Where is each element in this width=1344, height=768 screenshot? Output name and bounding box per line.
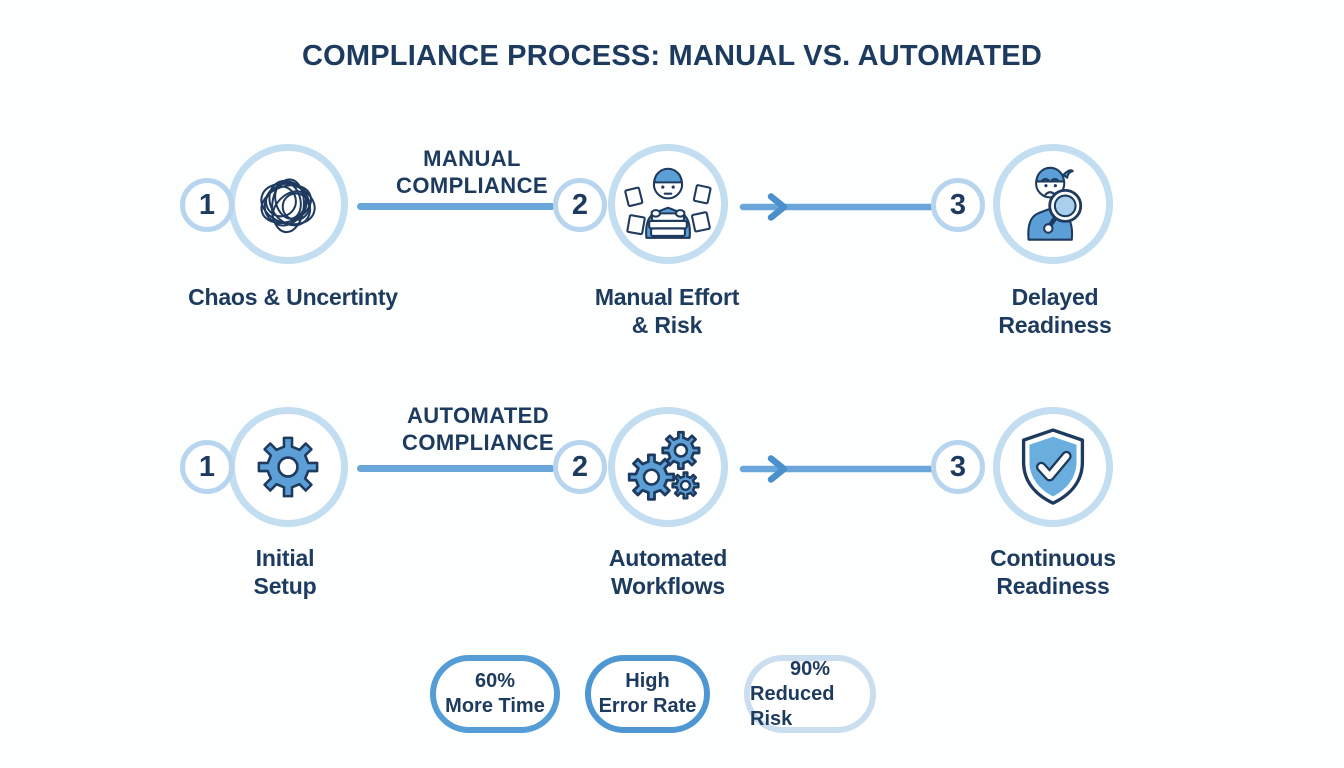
step-icon-circle	[608, 407, 728, 527]
overwhelmed-person-papers-icon	[624, 167, 712, 239]
step-number: 3	[949, 450, 967, 483]
arrow-connector	[739, 193, 936, 221]
step-label-line: Chaos & Uncertinty	[188, 284, 398, 310]
step-label: Manual Effort & Risk	[547, 283, 787, 339]
stat-badge-error-rate: High Error Rate	[585, 655, 710, 733]
step-label-line: Setup	[253, 573, 317, 599]
step-label-line: Manual Effort	[594, 284, 740, 310]
step-label-line: Delayed	[1011, 284, 1099, 310]
step-icon-circle	[228, 144, 348, 264]
step-icon-circle	[228, 407, 348, 527]
step-number-badge: 3	[931, 178, 985, 232]
connector-label-automated: AUTOMATED COMPLIANCE	[372, 402, 584, 456]
gear-icon	[257, 436, 319, 498]
connector-label-line: AUTOMATED	[406, 403, 550, 428]
chaos-scribble-icon	[260, 178, 316, 234]
step-number: 1	[198, 450, 216, 483]
step-icon-circle	[993, 407, 1113, 527]
connector-label-line: MANUAL	[423, 146, 521, 171]
step-label-line: Readiness	[998, 312, 1112, 338]
step-label: Chaos & Uncertinty	[173, 283, 413, 311]
stat-badge-value: 60%	[474, 670, 516, 692]
step-label: Initial Setup	[165, 544, 405, 600]
step-label: Continuous Readiness	[933, 544, 1173, 600]
step-label-line: Automated	[608, 545, 728, 571]
step-label-line: Initial	[255, 545, 315, 571]
step-number: 1	[198, 188, 216, 221]
step-label: Delayed Readiness	[935, 283, 1175, 339]
step-number: 3	[949, 188, 967, 221]
step-number: 2	[571, 450, 589, 483]
step-number-badge: 1	[180, 178, 234, 232]
connector-line	[357, 465, 555, 472]
arrow-connector	[739, 455, 936, 483]
step-label-line: Workflows	[610, 573, 726, 599]
stat-badge-value: High	[625, 670, 670, 692]
stat-badge-label: More Time	[445, 695, 545, 717]
step-label-line: & Risk	[631, 312, 703, 338]
stat-badge-label: Reduced Risk	[750, 682, 835, 730]
step-icon-circle	[608, 144, 728, 264]
step-number-badge: 3	[931, 440, 985, 494]
stat-badge-reduced-risk: 90% Reduced Risk	[744, 655, 876, 733]
page-title: COMPLIANCE PROCESS: MANUAL VS. AUTOMATED	[301, 40, 1042, 72]
stat-badge-value: 90%	[789, 657, 831, 680]
connector-label-manual: MANUAL COMPLIANCE	[372, 145, 572, 199]
step-icon-circle	[993, 144, 1113, 264]
worried-person-magnifier-icon	[1027, 166, 1083, 241]
step-label-line: Continuous	[990, 545, 1116, 571]
step-number-badge: 1	[180, 440, 234, 494]
stat-badge-label: Error Rate	[598, 695, 697, 717]
connector-label-line: COMPLIANCE	[402, 430, 554, 455]
step-number-badge: 2	[553, 178, 607, 232]
stat-badge-more-time: 60% More Time	[430, 655, 560, 733]
step-label-line: Readiness	[996, 573, 1110, 599]
step-label: Automated Workflows	[548, 544, 788, 600]
connector-label-line: COMPLIANCE	[396, 173, 548, 198]
connector-line	[357, 203, 555, 210]
shield-check-icon	[1021, 428, 1085, 505]
step-number: 2	[571, 188, 589, 221]
gears-icon	[627, 430, 701, 501]
step-number-badge: 2	[553, 440, 607, 494]
